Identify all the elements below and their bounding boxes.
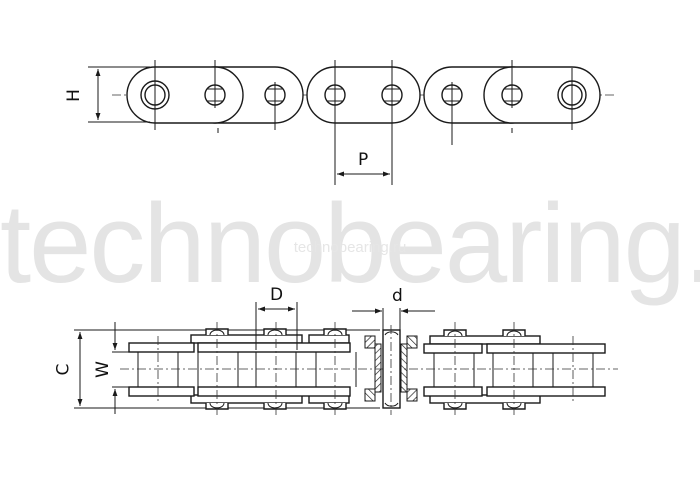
section-pin (364, 325, 418, 415)
top-view (74, 302, 618, 415)
watermark-large: technobearing.ru (0, 181, 700, 306)
dimension-label-p: P (358, 150, 369, 170)
dimension-label-c: C (53, 363, 74, 376)
plate-3 (306, 66, 421, 124)
dimension-label-d-lower: d (392, 286, 403, 306)
watermark-small: technobearing.ru (293, 239, 407, 256)
dimension-label-h: H (63, 89, 84, 102)
dimension-label-w: W (92, 361, 113, 378)
side-view (88, 60, 615, 185)
rollers (137, 352, 594, 387)
dimension-label-d-upper: D (270, 285, 284, 305)
